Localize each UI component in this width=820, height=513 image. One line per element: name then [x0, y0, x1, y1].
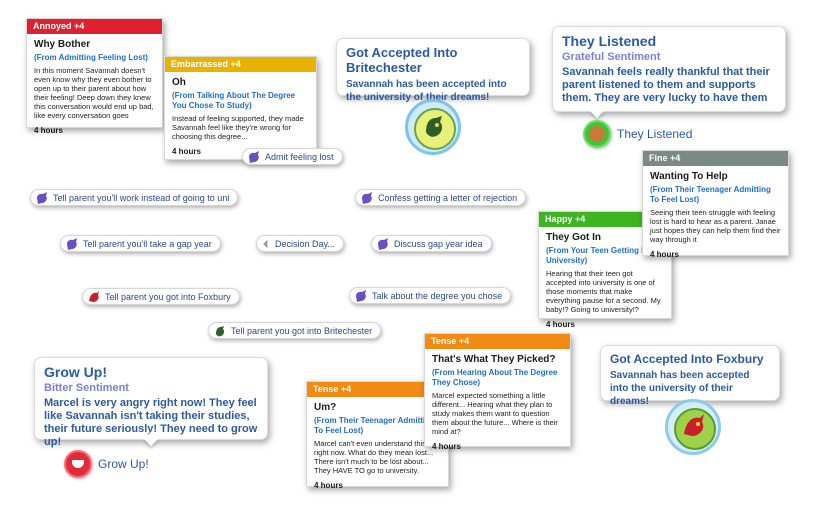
social-chat-icon: [67, 238, 77, 250]
mood-label: Grow Up!: [98, 457, 149, 471]
bubble-sentiment: Bitter Sentiment: [44, 382, 129, 394]
card-title: Oh: [172, 77, 186, 88]
bubble-text: Savannah has been accepted into the univ…: [346, 79, 507, 103]
social-chat-icon: [37, 192, 47, 204]
moodlet-card-oh: Embarrassed +4 Oh (From Talking About Th…: [164, 56, 317, 160]
bubble-title: Got Accepted Into Foxbury: [610, 352, 764, 366]
pill-work-instead-of-uni[interactable]: Tell parent you'll work instead of going…: [30, 189, 239, 206]
pill-label: Talk about the degree you chose: [372, 291, 503, 301]
pill-label: Decision Day...: [275, 239, 335, 249]
pill-talk-about-degree[interactable]: Talk about the degree you chose: [349, 287, 512, 304]
card-description: Marcel can't even understand this right …: [314, 439, 434, 475]
mood-grow-up: Grow Up!: [64, 450, 149, 478]
card-source: (From Their Teenager Admitting To Feel L…: [314, 416, 435, 435]
bubble-title: They Listened: [562, 33, 657, 49]
pill-label: Tell parent you got into Britechester: [231, 326, 373, 336]
card-title: Um?: [314, 402, 337, 413]
mood-they-listened: They Listened: [583, 120, 692, 148]
card-description: Hearing that their teen got accepted int…: [546, 269, 661, 314]
card-source: (From Your Teen Getting Into University): [546, 246, 656, 265]
pill-label: Tell parent you got into Foxbury: [105, 292, 231, 302]
card-source: (From Their Teenager Admitting To Feel L…: [650, 185, 771, 204]
card-title: Wanting To Help: [650, 171, 728, 182]
pill-label: Tell parent you'll work instead of going…: [53, 193, 230, 203]
moodlet-card-why-bother: Annoyed +4 Why Bother (From Admitting Fe…: [26, 18, 163, 135]
pill-admit-feeling-lost[interactable]: Admit feeling lost: [242, 148, 343, 165]
card-duration: 4 hours: [34, 126, 63, 135]
pill-gap-year[interactable]: Tell parent you'll take a gap year: [60, 235, 221, 252]
bubble-title: Grow Up!: [44, 364, 107, 380]
moodlet-card-what-picked: Tense +4 That's What They Picked? (From …: [424, 333, 571, 451]
bubble-text: Marcel is very angry right now! They fee…: [44, 397, 258, 448]
social-chat-icon: [356, 290, 366, 302]
moodlet-card-um: Tense +4 Um? (From Their Teenager Admitt…: [306, 381, 449, 490]
notification-grow-up: Grow Up! Bitter Sentiment Marcel is very…: [34, 357, 268, 448]
pill-discuss-gap-year[interactable]: Discuss gap year idea: [371, 235, 492, 252]
bubble-sentiment: Grateful Sentiment: [562, 51, 661, 63]
happy-face-icon: [583, 120, 611, 148]
card-duration: 4 hours: [432, 442, 461, 451]
bubble-text: Savannah feels really thankful that thei…: [562, 66, 770, 104]
card-title: They Got In: [546, 232, 601, 243]
moodlet-card-wanting-to-help: Fine +4 Wanting To Help (From Their Teen…: [642, 150, 789, 259]
pill-got-into-foxbury[interactable]: Tell parent you got into Foxbury: [82, 288, 240, 305]
social-chat-icon: [362, 192, 372, 204]
card-description: Marcel expected something a little diffe…: [432, 391, 558, 436]
card-duration: 4 hours: [314, 481, 343, 490]
llama-head-shape: [426, 116, 443, 137]
social-chat-icon: [249, 151, 259, 163]
card-title: Why Bother: [34, 39, 91, 50]
card-duration: 4 hours: [546, 320, 575, 329]
pill-label: Confess getting a letter of rejection: [378, 193, 518, 203]
card-header: Annoyed +4: [27, 19, 162, 34]
llama-mascot-icon: [405, 99, 461, 155]
card-title: That's What They Picked?: [432, 354, 556, 365]
pill-label: Discuss gap year idea: [394, 239, 483, 249]
card-description: Seeing their teen struggle with feeling …: [650, 208, 781, 244]
notification-they-listened: They Listened Grateful Sentiment Savanna…: [552, 26, 786, 112]
fox-mascot-icon: [89, 291, 99, 302]
card-duration: 4 hours: [650, 250, 679, 259]
card-duration: 4 hours: [172, 147, 201, 156]
angry-face-icon: [64, 450, 92, 478]
chevron-left-icon: [263, 239, 268, 249]
fox-mascot-icon: [665, 399, 721, 455]
card-header: Tense +4: [307, 382, 448, 397]
pill-decision-day[interactable]: Decision Day...: [256, 235, 344, 252]
card-description: Instead of feeling supported, they made …: [172, 114, 304, 141]
card-header: Embarrassed +4: [165, 57, 316, 72]
notification-foxbury: Got Accepted Into Foxbury Savannah has b…: [600, 345, 780, 407]
card-source: (From Talking About The Degree You Chose…: [172, 91, 296, 110]
card-source: (From Admitting Feeling Lost): [34, 53, 148, 62]
notification-britechester: Got Accepted Into Britechester Savannah …: [336, 38, 530, 103]
card-header: Fine +4: [643, 151, 788, 166]
card-header: Happy +4: [539, 212, 671, 227]
pill-got-into-britechester[interactable]: Tell parent you got into Britechester: [208, 322, 382, 339]
bubble-title: Got Accepted Into Britechester: [346, 45, 458, 75]
social-chat-icon: [378, 238, 388, 250]
llama-mascot-icon: [216, 326, 225, 337]
fox-head-shape: [684, 414, 704, 436]
pill-confess-rejection[interactable]: Confess getting a letter of rejection: [355, 189, 527, 206]
card-description: In this moment Savannah doesn't even kno…: [34, 66, 154, 120]
card-source: (From Hearing About The Degree They Chos…: [432, 368, 558, 387]
bubble-text: Savannah has been accepted into the univ…: [610, 370, 750, 407]
mood-label: They Listened: [617, 127, 693, 141]
card-header: Tense +4: [425, 334, 570, 349]
pill-label: Tell parent you'll take a gap year: [83, 239, 212, 249]
pill-label: Admit feeling lost: [265, 152, 334, 162]
